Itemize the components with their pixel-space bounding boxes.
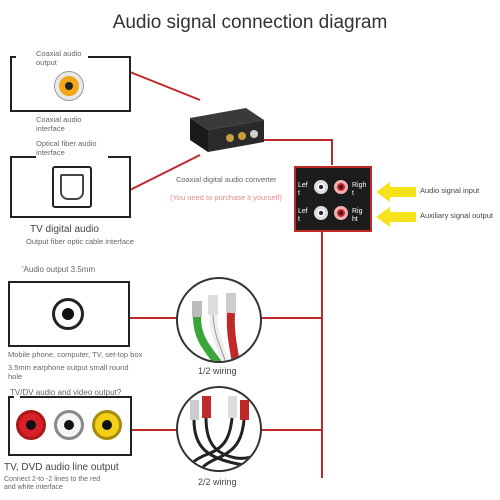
converter-name: Coaxial digital audio converter: [176, 175, 277, 184]
tv-dvd-line-output-label: TV, DVD audio line output: [4, 462, 119, 473]
page-title: Audio signal connection diagram: [112, 12, 388, 33]
rca-right-bottom-label: Rig ht: [352, 208, 363, 223]
coaxial-output-label: Coaxial audio output: [36, 49, 82, 67]
wire-optical: [129, 154, 201, 191]
coaxial-jack-icon: [55, 72, 83, 100]
rca-white-jack-icon: [314, 180, 328, 194]
devices-label: Mobile phone, computer, TV, set-top box: [8, 350, 143, 359]
headphone-jack-icon: [52, 298, 84, 330]
audio-input-label: Audio signal input: [420, 186, 480, 195]
optical-port-icon: [52, 166, 92, 208]
coaxial-interface-label: Coaxial audio interface: [36, 115, 82, 133]
wiring-1-cable-icon: [176, 277, 262, 363]
rca-white-output-icon: [54, 410, 84, 440]
rca-white-jack-2-icon: [314, 206, 328, 220]
rca-red-jack-2-icon: [334, 206, 348, 220]
wiring-1-label: 1/2 wiring: [198, 366, 237, 376]
input-arrow-icon: [376, 182, 416, 202]
rca-left-bottom-label: Lef t: [298, 208, 308, 223]
tv-dv-label: TV/DV audio and video output?: [10, 388, 122, 397]
wiring-2-label: 2/2 wiring: [198, 477, 237, 487]
converter-note: (You need to purchase it yourself): [170, 193, 282, 202]
rca-output-box: Lef t Righ t Lef t Rig ht: [294, 166, 372, 232]
tv-digital-audio-label: TV digital audio: [30, 224, 99, 235]
audio-35mm-label: 'Audio output 3.5mm: [22, 265, 96, 274]
converter-device-icon: [186, 104, 266, 154]
rca-right-top-label: Righ t: [352, 182, 367, 197]
optical-interface-label: Optical fiber audio interface: [36, 139, 97, 157]
rca-yellow-output-icon: [92, 410, 122, 440]
output-arrow-icon: [376, 207, 416, 227]
wire-coax: [129, 71, 201, 101]
optical-cable-label: Output fiber optic cable interface: [26, 237, 134, 246]
wiring-2-cable-icon: [176, 386, 262, 472]
wire-converter-to-box: [262, 139, 333, 165]
rca-red-jack-icon: [334, 180, 348, 194]
headphone-jack-panel: [8, 281, 130, 347]
rca-red-output-icon: [16, 410, 46, 440]
auxiliary-output-label: Auxiliary signal output: [420, 211, 493, 220]
connect-lines-label: Connect 2-to -2 lines to the red and whi…: [4, 476, 101, 492]
earphone-hole-label: 3.5mm earphone output small round hole: [8, 363, 129, 381]
rca-left-top-label: Lef t: [298, 182, 308, 197]
